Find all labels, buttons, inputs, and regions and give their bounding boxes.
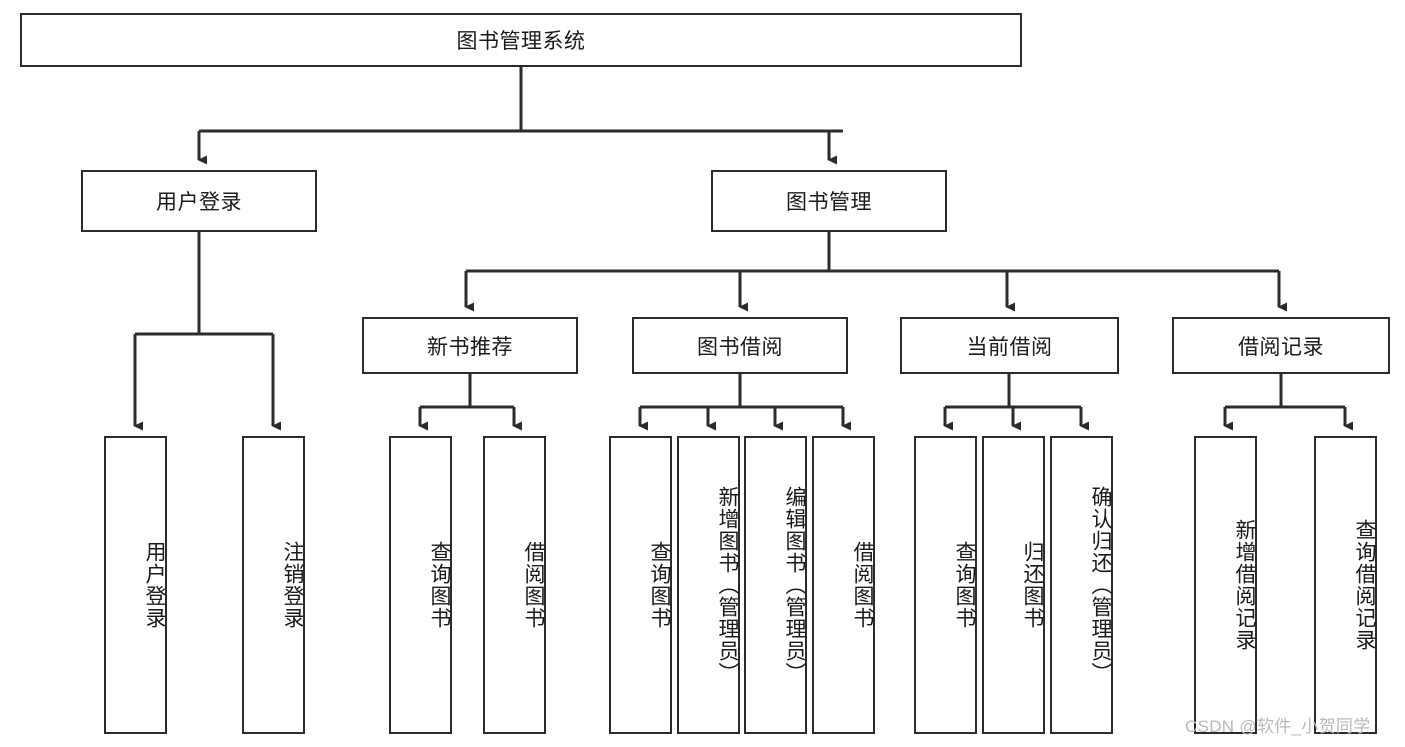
csdn-watermark: CSDN @软件_小贺同学 [1185, 717, 1371, 736]
leaf-borrow-book[interactable]: 借阅图书 [812, 436, 875, 734]
node-book-borrow[interactable]: 图书借阅 [632, 317, 848, 374]
leaf-return-book[interactable]: 归还图书 [982, 436, 1045, 734]
leaf-query-book-current[interactable]: 查询图书 [914, 436, 977, 734]
node-root[interactable]: 图书管理系统 [20, 13, 1022, 67]
leaf-query-book-recommend[interactable]: 查询图书 [389, 436, 452, 734]
leaf-add-borrow-record[interactable]: 新增借阅记录 [1194, 436, 1257, 734]
leaf-borrow-book-recommend[interactable]: 借阅图书 [483, 436, 546, 734]
leaf-user-login[interactable]: 用户登录 [104, 436, 167, 734]
leaf-edit-book-admin[interactable]: 编辑图书（管理员） [744, 436, 807, 734]
node-new-book-recommend[interactable]: 新书推荐 [362, 317, 578, 374]
node-borrow-record[interactable]: 借阅记录 [1172, 317, 1390, 374]
leaf-query-book-borrow[interactable]: 查询图书 [609, 436, 672, 734]
leaf-query-borrow-record[interactable]: 查询借阅记录 [1314, 436, 1377, 734]
node-current-borrow[interactable]: 当前借阅 [900, 317, 1119, 374]
node-user-login[interactable]: 用户登录 [81, 170, 317, 232]
leaf-add-book-admin[interactable]: 新增图书（管理员） [677, 436, 740, 734]
node-book-manage[interactable]: 图书管理 [711, 170, 947, 232]
leaf-logout[interactable]: 注销登录 [242, 436, 305, 734]
leaf-confirm-return-admin[interactable]: 确认归还（管理员） [1050, 436, 1113, 734]
